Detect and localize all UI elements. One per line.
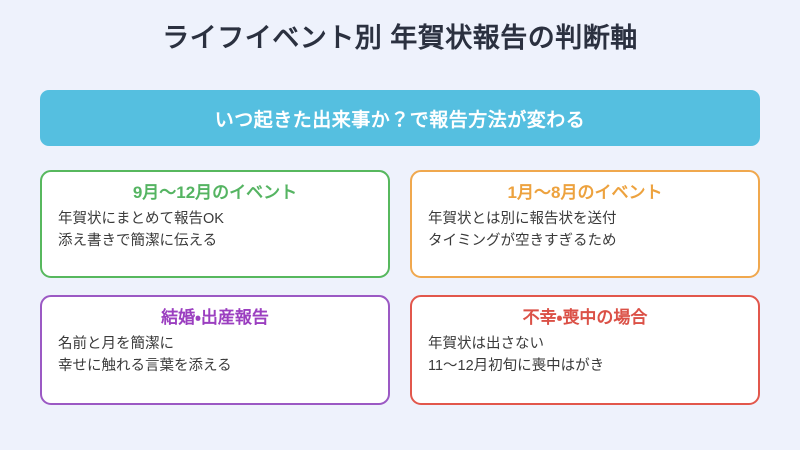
- card-body: 年賀状は出さない 11〜12月初旬に喪中はがき: [426, 333, 744, 378]
- card-body-line: 11〜12月初旬に喪中はがき: [428, 357, 605, 374]
- card-jan-aug-event: 1月〜8月のイベント 年賀状とは別に報告状を送付 タイミングが空きすぎるため: [410, 170, 760, 278]
- card-body-line: 年賀状とは別に報告状を送付: [428, 210, 617, 227]
- card-grid: 9月〜12月のイベント 年賀状にまとめて報告OK 添え書きで簡潔に伝える 1月〜…: [40, 170, 760, 405]
- card-title: 結婚・出産報告: [161, 308, 269, 327]
- card-body: 年賀状にまとめて報告OK 添え書きで簡潔に伝える: [56, 208, 374, 253]
- card-body-line: 幸せに触れる言葉を添える: [58, 357, 232, 374]
- card-title: 9月〜12月のイベント: [132, 183, 298, 202]
- card-body-line: 年賀状は出さない: [428, 335, 544, 352]
- card-body-line: タイミングが空きすぎるため: [428, 232, 617, 249]
- card-title: 1月〜8月のイベント: [507, 183, 663, 202]
- card-body-line: 名前と月を簡潔に: [58, 335, 174, 352]
- card-body-line: 添え書きで簡潔に伝える: [58, 232, 218, 249]
- card-mourning-case: 不幸・喪中の場合 年賀状は出さない 11〜12月初旬に喪中はがき: [410, 295, 760, 405]
- card-body: 名前と月を簡潔に 幸せに触れる言葉を添える: [56, 333, 374, 378]
- card-sep-dec-event: 9月〜12月のイベント 年賀状にまとめて報告OK 添え書きで簡潔に伝える: [40, 170, 390, 278]
- card-body-line: 年賀状にまとめて報告OK: [58, 210, 224, 227]
- card-title: 不幸・喪中の場合: [522, 308, 648, 327]
- page-title: ライフイベント別 年賀状報告の判断軸: [162, 23, 638, 53]
- card-body: 年賀状とは別に報告状を送付 タイミングが空きすぎるため: [426, 208, 744, 253]
- card-marriage-birth-report: 結婚・出産報告 名前と月を簡潔に 幸せに触れる言葉を添える: [40, 295, 390, 405]
- headline-banner-text: いつ起きた出来事か？で報告方法が変わる: [214, 109, 586, 131]
- headline-banner: いつ起きた出来事か？で報告方法が変わる: [40, 90, 760, 146]
